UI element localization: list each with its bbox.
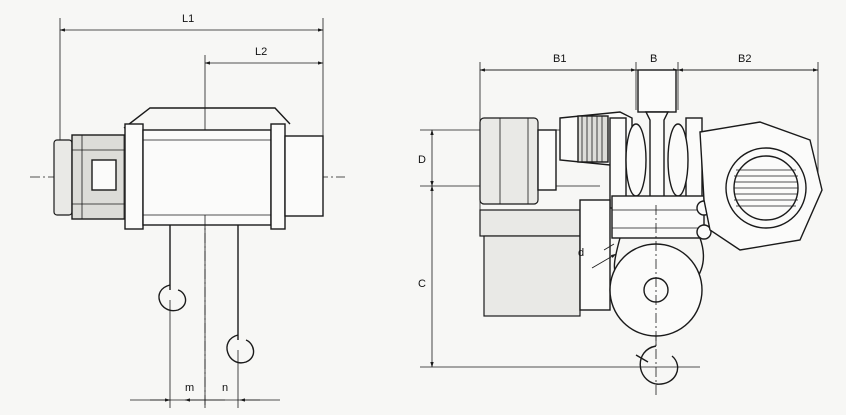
dim-m-n: m n <box>130 300 280 408</box>
dim-c: C <box>418 185 700 368</box>
label-n: n <box>222 382 228 394</box>
side-view: L1 L2 <box>30 13 345 408</box>
label-b2: B2 <box>738 53 751 65</box>
hoist-body <box>479 199 611 317</box>
hook-right <box>226 334 255 364</box>
label-l2: L2 <box>255 46 267 58</box>
dim-l2: L2 <box>204 46 324 408</box>
label-b: B <box>650 53 657 65</box>
travel-motor <box>479 117 557 205</box>
rail-beam <box>637 69 677 209</box>
motor <box>53 134 135 220</box>
label-l1: L1 <box>182 13 194 25</box>
end-view: B1 B B2 D C <box>418 53 823 395</box>
label-m: m <box>185 382 194 394</box>
label-d-lower: d <box>578 247 584 259</box>
hook-left <box>158 284 187 312</box>
right-drum <box>699 121 823 251</box>
top-bracket <box>123 107 291 129</box>
label-c: C <box>418 278 426 290</box>
dim-l1: L1 <box>59 13 324 140</box>
end-hook <box>639 345 679 385</box>
rope-drum <box>124 123 324 230</box>
label-b1: B1 <box>553 53 566 65</box>
dim-rope-d: d <box>578 243 617 269</box>
label-d-upper: D <box>418 154 426 166</box>
